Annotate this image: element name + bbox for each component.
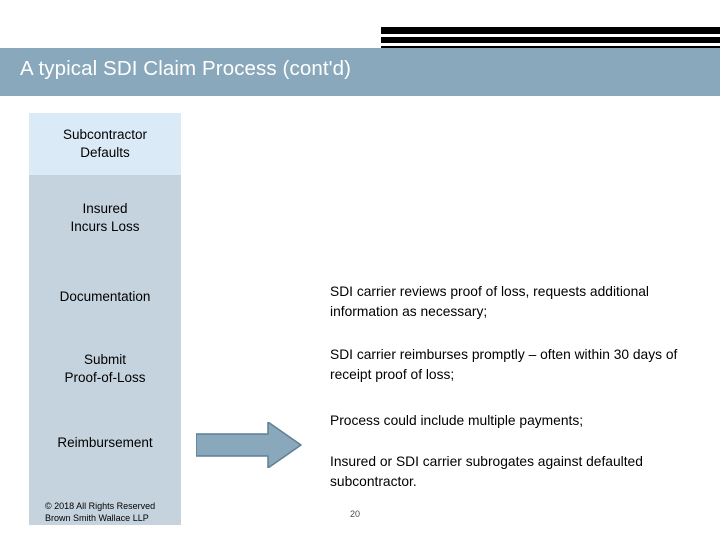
process-step-reimbursement: Reimbursement bbox=[29, 405, 181, 481]
right-arrow-icon bbox=[195, 421, 302, 469]
process-step-documentation: Documentation bbox=[29, 261, 181, 333]
header-band bbox=[0, 48, 720, 96]
note-text-4: Insured or SDI carrier subrogates agains… bbox=[330, 454, 643, 489]
page-title: A typical SDI Claim Process (cont'd) bbox=[20, 57, 352, 80]
decorative-bar-top bbox=[381, 27, 720, 34]
process-step-label-line1: Submit bbox=[83, 351, 126, 367]
process-step-label-line1: Reimbursement bbox=[57, 434, 153, 450]
process-step-label-line1: Subcontractor bbox=[62, 126, 148, 142]
footer-block bbox=[29, 481, 181, 525]
copyright-notice: © 2018 All Rights Reserved Brown Smith W… bbox=[45, 500, 155, 524]
copyright-line-1: © 2018 All Rights Reserved bbox=[45, 501, 156, 511]
process-step-label-line2: Proof-of-Loss bbox=[64, 370, 146, 385]
process-step-subcontractor-defaults: Subcontractor Defaults bbox=[29, 113, 181, 175]
note-text-1: SDI carrier reviews proof of loss, reque… bbox=[330, 284, 649, 319]
process-step-label-line2: Defaults bbox=[80, 145, 130, 160]
process-step-label-line1: Documentation bbox=[59, 288, 151, 304]
note-text-2: SDI carrier reimburses promptly – often … bbox=[330, 347, 678, 382]
copyright-line-2: Brown Smith Wallace LLP bbox=[45, 513, 149, 524]
note-text-3: Process could include multiple payments; bbox=[330, 413, 584, 428]
process-step-label-line1: Insured bbox=[82, 200, 128, 216]
page-number: 20 bbox=[350, 509, 361, 519]
process-step-label-line2: Incurs Loss bbox=[70, 219, 140, 234]
decorative-bar-middle bbox=[381, 37, 720, 43]
process-step-submit-proof-of-loss: Submit Proof-of-Loss bbox=[29, 333, 181, 405]
process-step-insured-incurs-loss: Insured Incurs Loss bbox=[29, 175, 181, 261]
